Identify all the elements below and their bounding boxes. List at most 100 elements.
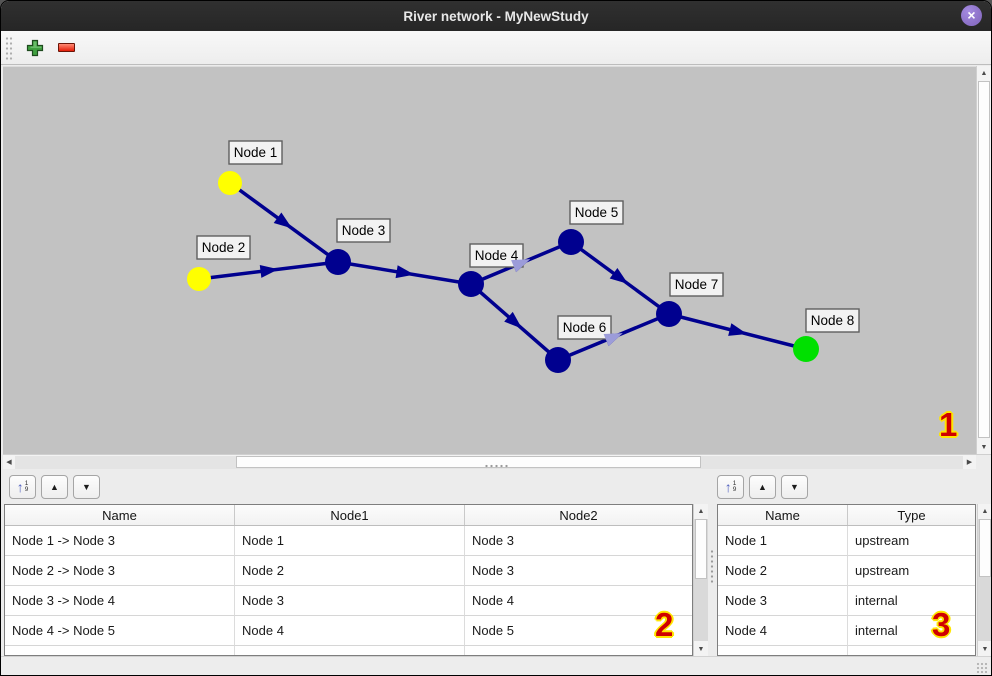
network-node[interactable]: [187, 267, 211, 291]
scroll-down-button[interactable]: ▼: [977, 440, 991, 454]
table-cell: Node 4: [718, 616, 848, 646]
node-label[interactable]: Node 2: [196, 235, 251, 260]
nodes-table-header: Name Type: [718, 505, 975, 526]
node-label[interactable]: Node 3: [336, 218, 391, 243]
canvas-horizontal-scrollbar: ◀ ▶: [3, 454, 976, 469]
network-node[interactable]: [218, 171, 242, 195]
column-header[interactable]: Type: [897, 507, 926, 523]
network-node[interactable]: [656, 301, 682, 327]
network-node[interactable]: [558, 229, 584, 255]
titlebar[interactable]: River network - MyNewStudy ×: [1, 1, 991, 31]
edge-arrow-icon: [504, 311, 523, 329]
scroll-up-button[interactable]: ▲: [978, 504, 991, 518]
column-header[interactable]: Name: [718, 505, 848, 525]
nodes-move-up-button[interactable]: ▲: [749, 475, 776, 499]
column-header[interactable]: Node2: [559, 507, 598, 523]
table-cell: upstream: [848, 556, 975, 586]
add-node-button[interactable]: [25, 38, 45, 58]
close-button[interactable]: ×: [961, 5, 982, 26]
table-cell: Node 1 -> Node 3: [5, 526, 235, 556]
scroll-left-button[interactable]: ◀: [3, 455, 15, 469]
window-title: River network - MyNewStudy: [403, 8, 589, 24]
svg-text:Node 8: Node 8: [811, 313, 855, 328]
table-row: [5, 646, 692, 655]
table-cell: Node 4 -> Node 5: [5, 616, 235, 646]
table-cell: Node 1: [718, 526, 848, 556]
table-cell: Node 5: [465, 616, 692, 646]
scrollbar-thumb[interactable]: [978, 81, 990, 438]
table-cell: Node 3 -> Node 4: [5, 586, 235, 616]
scroll-up-button[interactable]: ▲: [977, 66, 991, 80]
network-node[interactable]: [458, 271, 484, 297]
edges-move-down-button[interactable]: ▼: [73, 475, 100, 499]
node-label[interactable]: Node 1: [228, 140, 283, 165]
table-cell: Node 4: [465, 586, 692, 616]
network-diagram: Node 1 Node 2 Node 3 Node 4 Node 5 Node 6 Node…: [187, 140, 860, 373]
column-header[interactable]: Name: [5, 505, 235, 525]
horizontal-splitter-handle[interactable]: [484, 464, 510, 469]
table-cell: Node 3: [235, 586, 465, 616]
toolbar-drag-handle[interactable]: [5, 34, 14, 61]
edge-arrow-icon: [511, 259, 531, 273]
scroll-down-button[interactable]: ▼: [978, 642, 991, 656]
table-row: [718, 646, 975, 655]
table-cell: Node 2: [235, 556, 465, 586]
network-node[interactable]: [793, 336, 819, 362]
node-label[interactable]: Node 4: [469, 243, 524, 268]
table-cell: Node 2: [718, 556, 848, 586]
scroll-up-button[interactable]: ▲: [694, 504, 708, 518]
node-label[interactable]: Node 5: [569, 200, 624, 225]
table-cell: Node 3: [718, 586, 848, 616]
edge-arrow-icon: [609, 268, 629, 284]
scrollbar-thumb[interactable]: [979, 519, 991, 577]
table-cell: internal: [848, 616, 975, 646]
edge-arrow-icon: [395, 265, 415, 279]
svg-text:Node 3: Node 3: [342, 223, 386, 238]
network-node[interactable]: [325, 249, 351, 275]
svg-text:Node 4: Node 4: [475, 248, 519, 263]
close-icon: ×: [967, 7, 976, 23]
node-label[interactable]: Node 6: [557, 315, 612, 340]
scrollbar-thumb[interactable]: [695, 519, 707, 579]
scrollbar-thumb[interactable]: [236, 456, 701, 468]
node-label[interactable]: Node 8: [805, 308, 860, 333]
column-header[interactable]: Node1: [235, 505, 465, 525]
nodes-move-down-button[interactable]: ▼: [781, 475, 808, 499]
scroll-down-button[interactable]: ▼: [694, 642, 708, 656]
main-toolbar: [1, 31, 991, 65]
canvas-vertical-scrollbar: ▲ ▼: [976, 66, 991, 454]
table-cell: Node 4: [235, 616, 465, 646]
network-canvas[interactable]: Node 1 Node 2 Node 3 Node 4 Node 5 Node 6 Node…: [3, 66, 976, 454]
edges-move-up-button[interactable]: ▲: [41, 475, 68, 499]
window-resize-grip[interactable]: [976, 662, 988, 674]
table-cell: internal: [848, 586, 975, 616]
up-triangle-icon: ▲: [50, 481, 59, 492]
svg-text:Node 5: Node 5: [575, 205, 619, 220]
scroll-right-button[interactable]: ▶: [963, 455, 976, 469]
svg-text:Node 2: Node 2: [202, 240, 246, 255]
node-label[interactable]: Node 7: [669, 272, 724, 297]
network-node[interactable]: [545, 347, 571, 373]
down-triangle-icon: ▼: [790, 481, 799, 492]
vertical-splitter-handle[interactable]: [710, 549, 715, 583]
svg-text:Node 7: Node 7: [675, 277, 719, 292]
up-triangle-icon: ▲: [758, 481, 767, 492]
svg-text:Node 6: Node 6: [563, 320, 607, 335]
status-bar: [1, 656, 991, 675]
remove-node-button[interactable]: [56, 38, 76, 58]
